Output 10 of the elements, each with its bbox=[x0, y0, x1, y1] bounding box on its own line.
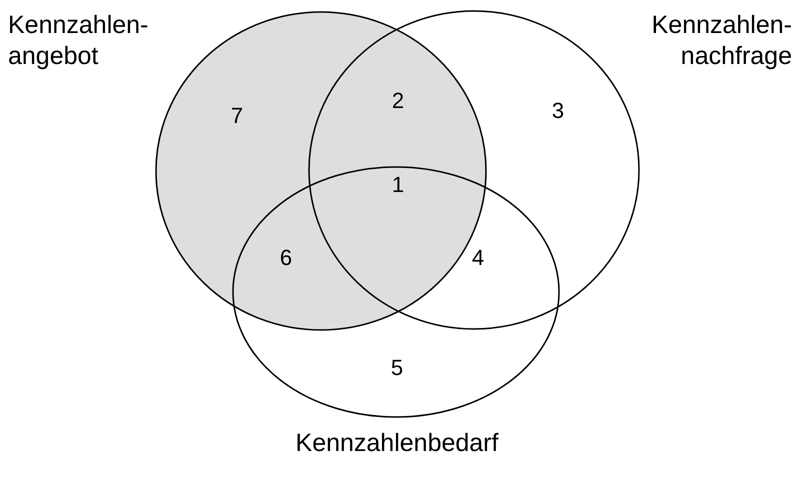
region-number: 7 bbox=[230, 103, 244, 129]
set-label: Kennzahlen- angebot bbox=[8, 10, 150, 72]
region-number: 3 bbox=[552, 98, 564, 124]
region-number: 1 bbox=[392, 172, 404, 198]
set-label: Kennzahlen- nachfrage bbox=[650, 10, 792, 72]
region-number: 6 bbox=[280, 245, 292, 271]
region-number: 5 bbox=[390, 355, 404, 381]
region-number: 4 bbox=[472, 245, 484, 271]
set-label: Kennzahlenbedarf bbox=[294, 428, 500, 459]
region-number: 2 bbox=[392, 88, 404, 114]
